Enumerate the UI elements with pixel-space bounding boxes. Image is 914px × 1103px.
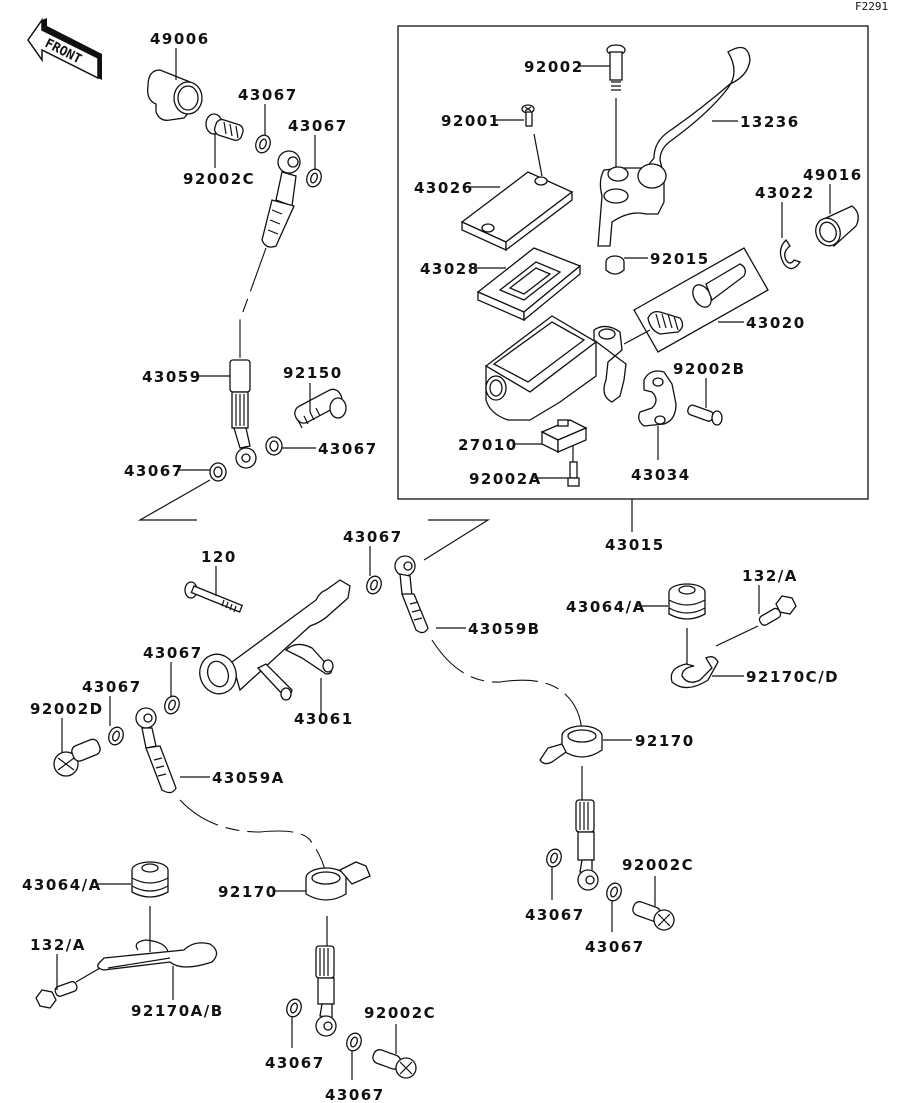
part-43067-washer[interactable] xyxy=(604,881,623,903)
label-43067[interactable]: 43067 xyxy=(265,1054,325,1072)
part-92001-screw[interactable] xyxy=(521,104,535,127)
part-43067-washer[interactable] xyxy=(344,1031,363,1053)
front-arrow-icon: FRONT xyxy=(27,17,102,80)
part-92002C-banjo-bolt[interactable] xyxy=(205,113,245,142)
part-43067-washer[interactable] xyxy=(544,847,563,869)
part-43020-piston-kit[interactable] xyxy=(633,247,769,353)
figure-id: F2291 xyxy=(855,0,888,13)
part-27010-brake-light-switch[interactable] xyxy=(540,419,588,454)
label-43067[interactable]: 43067 xyxy=(124,462,184,480)
part-43067-washer[interactable] xyxy=(304,167,323,189)
part-43028-diaphragm[interactable] xyxy=(476,247,582,322)
part-43034-clamp[interactable] xyxy=(638,370,677,427)
label-43059[interactable]: 43059 xyxy=(142,368,202,386)
part-92002C-banjo-bolt[interactable] xyxy=(631,900,675,931)
part-43059-hose-lower-end[interactable] xyxy=(229,359,257,469)
label-120[interactable]: 120 xyxy=(201,548,237,566)
part-43064A-grommet-left[interactable] xyxy=(131,861,169,898)
label-92170[interactable]: 92170 xyxy=(635,732,695,750)
part-92002-pivot-bolt[interactable] xyxy=(606,44,626,91)
label-43067[interactable]: 43067 xyxy=(343,528,403,546)
assembly-box-43015 xyxy=(397,25,869,500)
part-43067-washer[interactable] xyxy=(106,725,125,747)
label-43067[interactable]: 43067 xyxy=(525,906,585,924)
label-13236[interactable]: 13236 xyxy=(740,113,800,131)
part-132A-bolt-left[interactable] xyxy=(35,980,78,1009)
label-43022[interactable]: 43022 xyxy=(755,184,815,202)
label-43067[interactable]: 43067 xyxy=(288,117,348,135)
part-43064A-grommet-right[interactable] xyxy=(668,583,706,620)
part-43059B-hose-end[interactable] xyxy=(394,555,429,634)
label-43067[interactable]: 43067 xyxy=(238,86,298,104)
label-92015[interactable]: 92015 xyxy=(650,250,710,268)
part-43059A-hose-end[interactable] xyxy=(135,707,177,794)
label-43026[interactable]: 43026 xyxy=(414,179,474,197)
part-43067-washer[interactable] xyxy=(265,436,283,456)
part-hose-end-lower-left[interactable] xyxy=(315,945,337,1037)
label-92002A[interactable]: 92002A xyxy=(469,470,542,488)
part-43067-washer[interactable] xyxy=(209,462,227,482)
part-92002C-banjo-bolt[interactable] xyxy=(371,1048,417,1079)
part-92002D-banjo-bolt[interactable] xyxy=(53,738,102,777)
label-43067[interactable]: 43067 xyxy=(82,678,142,696)
part-43067-washer[interactable] xyxy=(162,694,181,716)
label-43067[interactable]: 43067 xyxy=(143,644,203,662)
part-43067-washer[interactable] xyxy=(284,997,303,1019)
part-master-cylinder-body[interactable] xyxy=(484,315,627,421)
label-92001[interactable]: 92001 xyxy=(441,112,501,130)
label-43020[interactable]: 43020 xyxy=(746,314,806,332)
label-43061[interactable]: 43061 xyxy=(294,710,354,728)
part-49006-cap[interactable] xyxy=(147,69,203,121)
part-43022-circlip[interactable] xyxy=(779,238,802,270)
label-43015[interactable]: 43015 xyxy=(605,536,665,554)
label-92002[interactable]: 92002 xyxy=(524,58,584,76)
label-43059A[interactable]: 43059A xyxy=(212,769,285,787)
label-92002C[interactable]: 92002C xyxy=(364,1004,436,1022)
label-92170CD[interactable]: 92170C/D xyxy=(746,668,839,686)
part-92170CD-bracket[interactable] xyxy=(670,625,759,689)
part-132A-bolt-right[interactable] xyxy=(758,595,797,627)
label-27010[interactable]: 27010 xyxy=(458,436,518,454)
part-43067-washer[interactable] xyxy=(253,133,272,155)
label-92170[interactable]: 92170 xyxy=(218,883,278,901)
part-92150-bolt[interactable] xyxy=(292,387,347,429)
label-92002D[interactable]: 92002D xyxy=(30,700,104,718)
part-120-bolt[interactable] xyxy=(184,581,244,613)
label-49016[interactable]: 49016 xyxy=(803,166,863,184)
label-43028[interactable]: 43028 xyxy=(420,260,480,278)
label-43067[interactable]: 43067 xyxy=(585,938,645,956)
part-92170-hose-clamp-right[interactable] xyxy=(539,725,603,765)
part-43067-washer[interactable] xyxy=(364,574,383,596)
label-49006[interactable]: 49006 xyxy=(150,30,210,48)
label-132A[interactable]: 132/A xyxy=(30,936,86,954)
part-43061-brake-joint[interactable] xyxy=(194,579,351,701)
label-43064A[interactable]: 43064/A xyxy=(22,876,102,894)
label-92150[interactable]: 92150 xyxy=(283,364,343,382)
label-43067[interactable]: 43067 xyxy=(318,440,378,458)
label-92170AB[interactable]: 92170A/B xyxy=(131,1002,224,1020)
part-92015-nut[interactable] xyxy=(605,255,625,275)
part-92002A-screw[interactable] xyxy=(567,446,580,487)
part-92170AB-bracket[interactable] xyxy=(75,939,218,983)
label-92002C[interactable]: 92002C xyxy=(183,170,255,188)
part-49016-boot[interactable] xyxy=(812,205,859,249)
label-43067[interactable]: 43067 xyxy=(325,1086,385,1103)
part-13236-brake-lever[interactable] xyxy=(597,46,751,247)
label-92002C[interactable]: 92002C xyxy=(622,856,694,874)
part-92170-hose-clamp-left[interactable] xyxy=(305,861,371,901)
label-92002B[interactable]: 92002B xyxy=(673,360,746,378)
part-43026-reservoir-cap[interactable] xyxy=(460,171,574,252)
part-43059-hose-upper-end[interactable] xyxy=(261,150,301,248)
label-43059B[interactable]: 43059B xyxy=(468,620,541,638)
label-43064A[interactable]: 43064/A xyxy=(566,598,646,616)
label-43034[interactable]: 43034 xyxy=(631,466,691,484)
part-92002B-bolt[interactable] xyxy=(687,404,723,426)
part-hose-end-lower-right[interactable] xyxy=(575,799,599,891)
label-132A[interactable]: 132/A xyxy=(742,567,798,585)
